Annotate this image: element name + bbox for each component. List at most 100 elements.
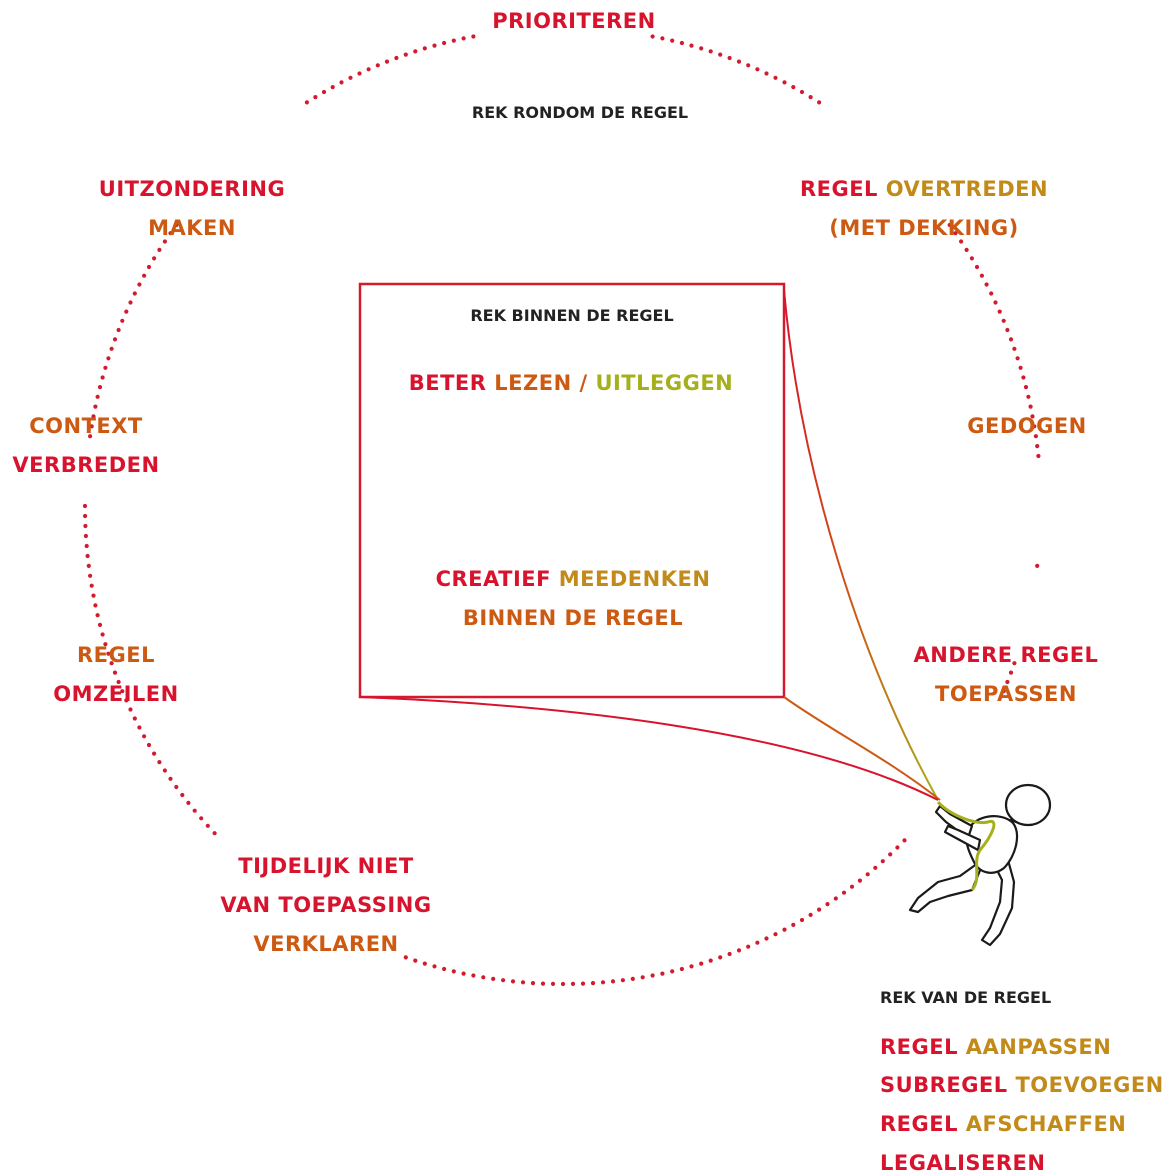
circle-dot — [137, 725, 142, 730]
circle-dot — [660, 36, 665, 41]
circle-dot — [689, 964, 694, 969]
circle-dot — [1026, 394, 1031, 399]
circle-dot — [403, 52, 408, 57]
circle-dot — [727, 55, 732, 61]
circle-dot — [1021, 375, 1026, 380]
label-line: REGEL — [77, 643, 155, 667]
inner-box-frame — [358, 282, 786, 699]
label-segment: BETER — [409, 371, 495, 395]
label-segment: OMZEILEN — [53, 682, 178, 706]
circle-dot — [146, 264, 152, 270]
circle-dot — [1005, 327, 1010, 333]
circle-dot — [1015, 356, 1020, 361]
circle-dot — [873, 865, 878, 870]
label-segment: UITLEGGEN — [595, 371, 733, 395]
circle-dot — [88, 573, 93, 578]
circle-dot — [304, 100, 309, 105]
circle-dot — [679, 40, 685, 46]
circle-dot — [1012, 661, 1017, 666]
circle-dot — [120, 689, 125, 694]
circle-dot — [451, 38, 456, 43]
circle-dot — [432, 43, 437, 48]
label-segment: REGEL — [880, 1112, 966, 1136]
circle-dot — [530, 981, 536, 986]
circle-dot — [82, 503, 88, 509]
circle-dot — [422, 46, 427, 51]
circle-dot — [112, 670, 118, 675]
label-segment: (MET DEKKING) — [829, 216, 1019, 240]
circle-dot — [764, 71, 769, 76]
label-line: SUBREGEL TOEVOEGEN — [880, 1073, 1164, 1097]
circle-dot — [902, 838, 907, 843]
circle-dot — [481, 975, 486, 980]
circle-dot — [782, 927, 787, 932]
circle-dot — [83, 513, 88, 519]
circle-dot — [152, 256, 157, 261]
circle-dot — [199, 816, 204, 821]
circle-dot — [157, 760, 162, 765]
circle-dot — [782, 80, 787, 85]
pulling-figure-icon — [908, 783, 1052, 947]
circle-dot — [142, 273, 147, 278]
circle-dot — [91, 414, 96, 419]
label-line: REGEL AANPASSEN — [880, 1035, 1111, 1059]
circle-dot — [85, 553, 90, 559]
circle-dot — [1012, 346, 1017, 351]
circle-dot — [339, 80, 344, 85]
circle-dot — [106, 651, 111, 656]
circle-dot — [124, 309, 129, 314]
label-line: LEGALISEREN — [880, 1151, 1045, 1173]
circle-dot — [97, 385, 103, 390]
circle-dot — [791, 922, 796, 928]
label-legaliseren: LEGALISEREN — [880, 1151, 1045, 1173]
circle-dot — [746, 63, 751, 68]
circle-dot — [808, 95, 813, 100]
circle-dot — [1035, 444, 1040, 449]
circle-dot — [95, 613, 100, 618]
circle-dot — [746, 944, 751, 949]
circle-dot — [817, 907, 822, 912]
label-subregel-toevoegen: SUBREGEL TOEVOEGEN — [880, 1073, 1164, 1097]
circle-dot — [959, 239, 964, 244]
circle-dot — [888, 852, 893, 857]
circle-dot — [432, 964, 437, 969]
circle-dot — [630, 976, 635, 982]
circle-dot — [491, 976, 496, 982]
circle-dot — [86, 563, 91, 569]
circle-dot — [168, 231, 173, 236]
rope-loop — [936, 800, 996, 891]
circle-dot — [95, 394, 100, 399]
circle-dot — [93, 603, 98, 608]
dotted-circle — [82, 34, 1041, 987]
circle-dot — [321, 89, 327, 95]
circle-dot — [736, 948, 742, 953]
circle-dot — [375, 63, 380, 68]
label-line: MAKEN — [148, 216, 236, 240]
circle-dot — [550, 981, 556, 987]
label-prioriteren: PRIORITEREN — [492, 9, 655, 33]
circle-dot — [1008, 670, 1014, 675]
circle-dot — [366, 67, 371, 72]
circle-dot — [88, 434, 93, 439]
label-regel-afschaffen: REGEL AFSCHAFFEN — [880, 1112, 1126, 1136]
circle-dot — [1005, 679, 1010, 685]
header-rek-binnen: REK BINNEN DE REGEL — [470, 306, 673, 325]
circle-dot — [660, 971, 665, 976]
label-line: (MET DEKKING) — [829, 216, 1019, 240]
circle-dot — [124, 698, 129, 703]
circle-dot — [501, 978, 506, 983]
circle-dot — [984, 282, 989, 287]
label-segment: GEDOGEN — [967, 414, 1087, 438]
circle-dot — [1008, 337, 1014, 342]
label-segment: TOEPASSEN — [935, 682, 1077, 706]
circle-dot — [640, 975, 645, 980]
circle-dot — [100, 375, 105, 380]
circle-dot — [718, 955, 723, 960]
label-segment: AFSCHAFFEN — [966, 1112, 1127, 1136]
circle-dot — [808, 912, 813, 918]
circle-dot — [841, 890, 847, 895]
